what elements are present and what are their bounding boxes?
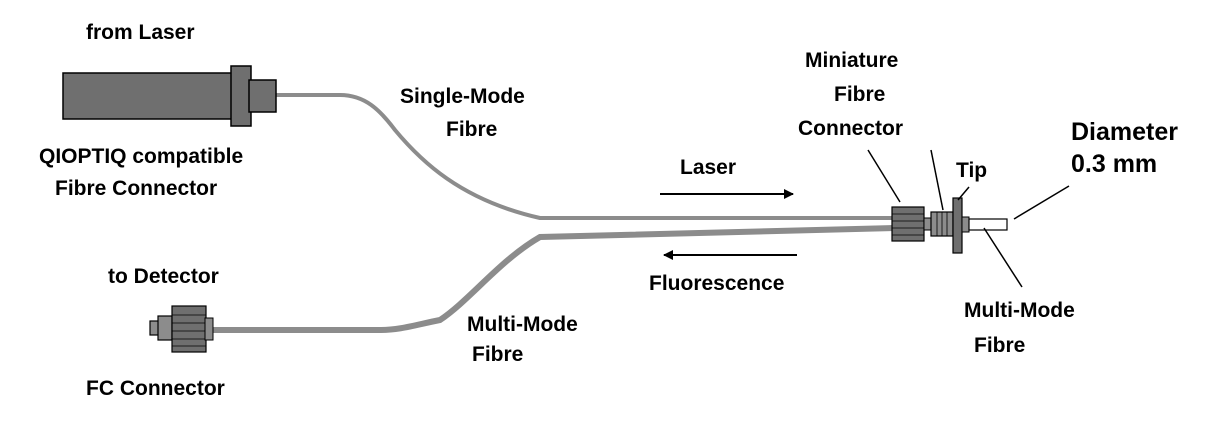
label-multi-mode-right-line2: Fibre <box>974 334 1025 357</box>
label-tip: Tip <box>956 159 987 182</box>
label-qioptiq-line1: QIOPTIQ compatible <box>39 145 243 168</box>
multi-mode-fibre <box>210 225 896 333</box>
label-multi-mode-right-line1: Multi-Mode <box>964 299 1075 322</box>
label-miniature-line3: Connector <box>798 117 903 140</box>
single-mode-fibre <box>276 93 895 220</box>
label-qioptiq-line2: Fibre Connector <box>55 177 217 200</box>
label-miniature-line1: Miniature <box>805 49 898 72</box>
leader-line-miniature-ferrule <box>930 149 944 211</box>
leader-line-miniature-nut <box>867 149 901 203</box>
label-fluorescence: Fluorescence <box>649 272 784 295</box>
label-from-laser: from Laser <box>86 21 195 44</box>
probe-tip <box>930 197 1008 254</box>
label-single-mode-line2: Fibre <box>446 118 497 141</box>
label-diameter-line1: Diameter <box>1071 118 1178 146</box>
label-multi-mode-left-line1: Multi-Mode <box>467 313 578 336</box>
label-fc-connector: FC Connector <box>86 377 225 400</box>
leader-line-multi-mode-right <box>983 227 1023 288</box>
label-diameter-line2: 0.3 mm <box>1071 150 1157 178</box>
label-multi-mode-left-line2: Fibre <box>472 343 523 366</box>
label-to-detector: to Detector <box>108 265 219 288</box>
leader-line-tip <box>957 186 970 201</box>
label-single-mode-line1: Single-Mode <box>400 85 525 108</box>
label-laser: Laser <box>680 156 736 179</box>
fc-connector <box>149 305 214 353</box>
miniature-fibre-connector <box>891 206 933 242</box>
qioptiq-connector <box>62 65 277 127</box>
leader-line-diameter <box>1013 185 1070 220</box>
label-miniature-line2: Fibre <box>834 83 885 106</box>
